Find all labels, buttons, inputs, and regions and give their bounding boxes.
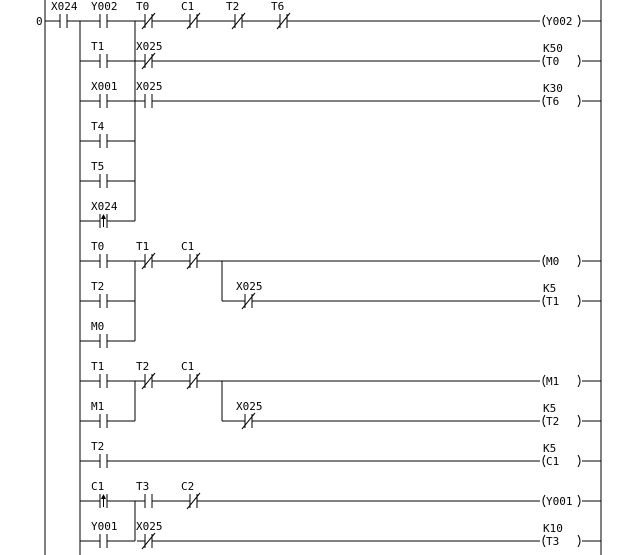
coil-setpoint: K30 [543, 82, 563, 95]
contact-label: X024 [51, 0, 78, 13]
contact-label: T2 [226, 0, 239, 13]
contact-label: T1 [91, 360, 104, 373]
contact-t2: T2 [91, 280, 115, 308]
coil-y002: Y002 [542, 14, 601, 28]
contact-label: C1 [181, 0, 194, 13]
contact-y001: Y001 [91, 520, 118, 548]
coil-setpoint: K5 [543, 282, 556, 295]
contact-label: X024 [91, 200, 118, 213]
contact-t0: T0 [136, 0, 160, 30]
contact-label: M1 [91, 400, 104, 413]
coil-label: T0 [546, 55, 559, 68]
contact-x024: X024 [91, 200, 118, 228]
contact-label: X025 [236, 400, 263, 413]
coil-label: T1 [546, 295, 559, 308]
contact-t4: T4 [91, 120, 115, 148]
contact-t6: T6 [271, 0, 295, 30]
contact-x025: X025 [136, 520, 163, 550]
step-number: 0 [36, 15, 43, 28]
wires [44, 0, 602, 555]
contact-label: Y001 [91, 520, 118, 533]
contact-label: M0 [91, 320, 104, 333]
contact-label: C1 [91, 480, 104, 493]
coil-label: T6 [546, 95, 559, 108]
contact-c1: C1 [181, 360, 205, 390]
contact-c1: C1 [181, 240, 205, 270]
contact-label: X025 [136, 40, 163, 53]
coil-label: T3 [546, 535, 559, 548]
contact-t1: T1 [91, 40, 115, 68]
coil-m1: M1 [542, 374, 601, 388]
contact-label: Y002 [91, 0, 118, 13]
contact-label: X001 [91, 80, 118, 93]
contact-x025: X025 [236, 400, 263, 430]
contact-label: X025 [236, 280, 263, 293]
contact-label: T0 [91, 240, 104, 253]
contact-x025: X025 [136, 40, 163, 70]
contact-label: X025 [136, 80, 163, 93]
coil-label: M0 [546, 255, 559, 268]
contact-c1: C1 [91, 480, 115, 508]
contact-c1: C1 [181, 0, 205, 30]
contact-label: T3 [136, 480, 149, 493]
contact-x025: X025 [136, 80, 163, 108]
contact-c2: C2 [181, 480, 205, 510]
coil-label: T2 [546, 415, 559, 428]
contact-t3: T3 [136, 480, 160, 508]
coil-label: Y001 [546, 495, 573, 508]
contact-label: T1 [91, 40, 104, 53]
contact-t0: T0 [91, 240, 115, 268]
coil-setpoint: K50 [543, 42, 563, 55]
contact-x025: X025 [236, 280, 263, 310]
contact-label: T6 [271, 0, 284, 13]
contact-label: T2 [91, 280, 104, 293]
contact-label: T2 [91, 440, 104, 453]
contact-m1: M1 [91, 400, 115, 428]
contact-t2: T2 [91, 440, 115, 468]
coil-y001: Y001 [542, 494, 601, 508]
contact-label: T4 [91, 120, 105, 133]
contact-label: C1 [181, 360, 194, 373]
contact-x001: X001 [91, 80, 118, 108]
contact-label: T5 [91, 160, 104, 173]
contact-y002: Y002 [91, 0, 118, 28]
contact-t1: T1 [136, 240, 160, 270]
coil-label: Y002 [546, 15, 573, 28]
coil-label: M1 [546, 375, 559, 388]
contact-label: C1 [181, 240, 194, 253]
contact-label: C2 [181, 480, 194, 493]
contact-label: X025 [136, 520, 163, 533]
contact-label: T1 [136, 240, 149, 253]
coil-setpoint: K5 [543, 442, 556, 455]
contact-x024: X024 [51, 0, 78, 28]
coil-setpoint: K5 [543, 402, 556, 415]
contact-t1: T1 [91, 360, 115, 388]
contact-label: T2 [136, 360, 149, 373]
contact-label: T0 [136, 0, 149, 13]
contact-t2: T2 [226, 0, 250, 30]
contact-m0: M0 [91, 320, 115, 348]
coil-setpoint: K10 [543, 522, 563, 535]
coil-m0: M0 [542, 254, 601, 268]
contact-t2: T2 [136, 360, 160, 390]
coil-label: C1 [546, 455, 559, 468]
contact-t5: T5 [91, 160, 115, 188]
